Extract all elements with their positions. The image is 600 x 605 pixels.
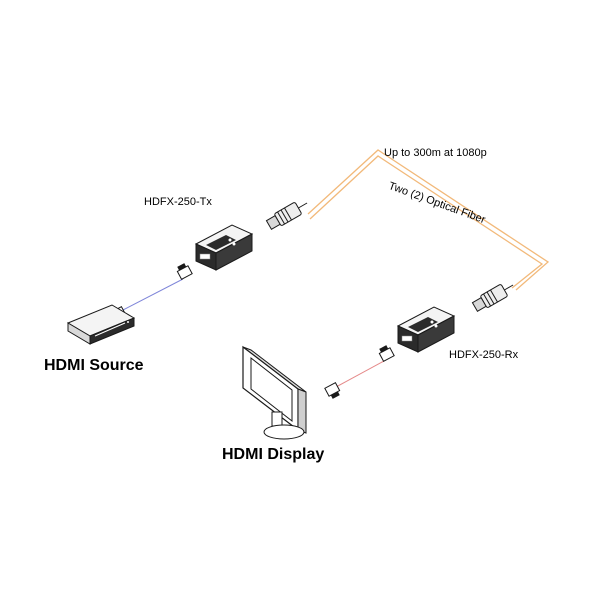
hdmi-display-label: HDMI Display [222,446,325,463]
fiber-connector-rx [471,284,514,313]
receiver-label: HDFX-250-Rx [449,349,519,361]
optical-fiber-cable [307,149,550,291]
hdmi-plug-tx-end [176,263,193,281]
transmitter-device [194,224,254,271]
hdmi-source-label: HDMI Source [44,357,144,374]
hdmi-plug-rx-end [378,345,395,363]
receiver-device [396,306,456,353]
hdmi-source-device [66,304,136,345]
transmitter-label: HDFX-250-Tx [144,196,212,208]
distance-label: Up to 300m at 1080p [384,147,487,159]
hdmi-plug-display-end [324,381,341,399]
hdmi-cable-rx-to-display [324,345,395,399]
hdmi-display-monitor [242,345,307,440]
fiber-connector-tx [265,202,308,231]
